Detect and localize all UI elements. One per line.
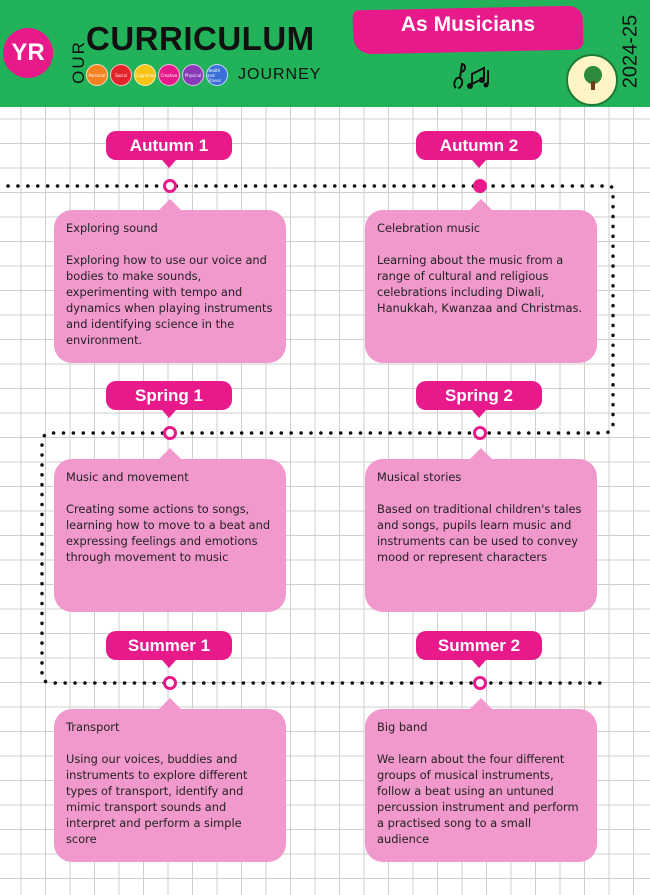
- page-title: CURRICULUM: [86, 20, 315, 57]
- term-label-spring-2: Spring 2: [416, 381, 542, 418]
- card-title: Exploring sound: [66, 221, 158, 235]
- term-label-autumn-2: Autumn 2: [416, 131, 542, 168]
- card-title: Celebration music: [377, 221, 481, 235]
- card-title: Musical stories: [377, 470, 462, 484]
- physical-dot-icon: Physical: [182, 64, 204, 86]
- card-description: Using our voices, buddies and instrument…: [66, 752, 248, 846]
- card-summer-2: Big band We learn about the four differe…: [365, 698, 597, 862]
- card-description: Exploring how to use our voice and bodie…: [66, 253, 273, 347]
- card-spring-1: Music and movement Creating some actions…: [54, 448, 286, 612]
- personal-dot-icon: Personal: [86, 64, 108, 86]
- social-dot-icon: Social: [110, 64, 132, 86]
- card-title: Music and movement: [66, 470, 189, 484]
- timeline-node-summer-1: [163, 676, 177, 690]
- timeline-node-autumn-1: [163, 179, 177, 193]
- card-spring-2: Musical stories Based on traditional chi…: [365, 448, 597, 612]
- card-title: Big band: [377, 720, 428, 734]
- page-subtitle: JOURNEY: [238, 66, 322, 83]
- card-description: Based on traditional children's tales an…: [377, 502, 582, 564]
- card-autumn-1: Exploring sound Exploring how to use our…: [54, 199, 286, 363]
- music-notes-icon: [453, 62, 489, 89]
- card-autumn-2: Celebration music Learning about the mus…: [365, 199, 597, 363]
- year-badge: YR: [3, 28, 53, 78]
- term-label-spring-1: Spring 1: [106, 381, 232, 418]
- banner-title: As Musicians: [400, 13, 536, 36]
- term-label-summer-1: Summer 1: [106, 631, 232, 668]
- header-banner: YR OUR CURRICULUM JOURNEY Personal Socia…: [0, 0, 650, 107]
- timeline-node-spring-2: [473, 426, 487, 440]
- card-description: Learning about the music from a range of…: [377, 253, 583, 315]
- card-title: Transport: [66, 720, 120, 734]
- timeline-node-autumn-2: [473, 179, 487, 193]
- health-dot-icon: Health and Fitness: [206, 64, 228, 86]
- cognitive-dot-icon: Cognitive: [134, 64, 156, 86]
- tree-icon: [584, 66, 602, 90]
- term-label-autumn-1: Autumn 1: [106, 131, 232, 168]
- card-description: Creating some actions to songs, learning…: [66, 502, 271, 564]
- creative-dot-icon: Creative: [158, 64, 180, 86]
- timeline-node-spring-1: [163, 426, 177, 440]
- term-label-summer-2: Summer 2: [416, 631, 542, 668]
- school-logo: [566, 54, 618, 106]
- timeline-node-summer-2: [473, 676, 487, 690]
- card-description: We learn about the four different groups…: [377, 752, 579, 846]
- card-summer-1: Transport Using our voices, buddies and …: [54, 698, 286, 862]
